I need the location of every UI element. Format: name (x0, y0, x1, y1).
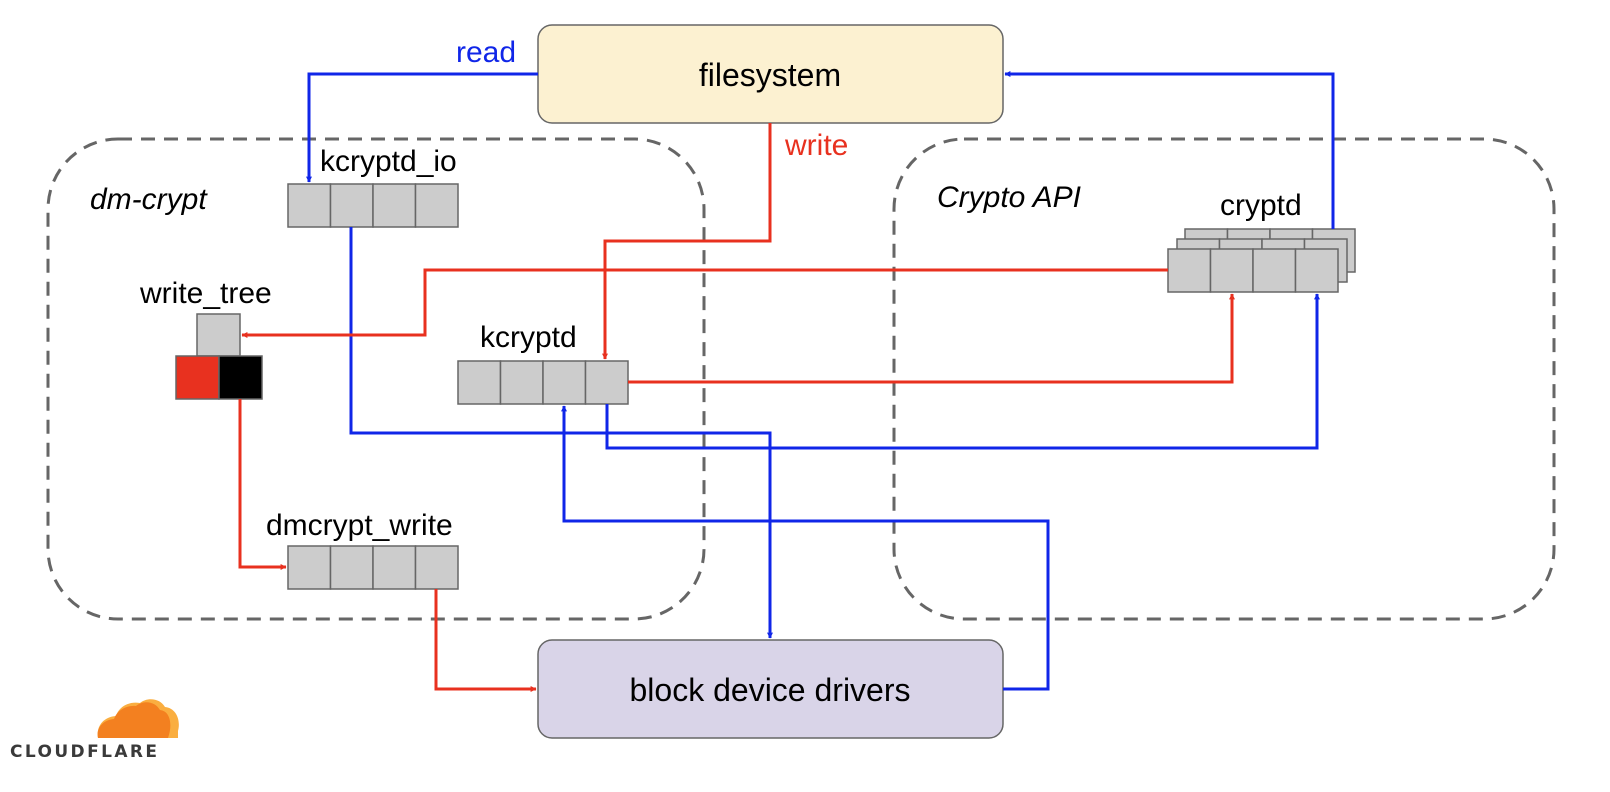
dmcrypt-write-label: dmcrypt_write (266, 509, 453, 542)
write-arrow-write-tree-to-dmcrypt-write (238, 399, 287, 570)
dm-crypt-region (46, 137, 706, 621)
read-arrow-drivers-to-kcryptd (561, 405, 1050, 691)
dmcrypt-write-queue (287, 545, 459, 590)
crypto-api-region (892, 137, 1556, 621)
write-arrow-kcryptd-to-cryptd (628, 293, 1235, 384)
block-device-drivers-label: block device drivers (630, 672, 911, 708)
write-arrow-filesystem-to-kcryptd (602, 123, 772, 360)
filesystem-label: filesystem (699, 57, 841, 93)
write-tree-label: write_tree (139, 277, 272, 310)
read-label: read (456, 36, 516, 69)
read-arrow-kcryptd-io-to-drivers (349, 227, 773, 639)
write-label: write (784, 129, 848, 162)
cloudflare-logo-text: CLOUDFLARE (10, 742, 159, 762)
write-arrow-cryptd-to-write-tree (241, 268, 1168, 338)
kcryptd-io-queue (287, 183, 459, 228)
read-arrow-filesystem-to-kcryptd-io (306, 72, 538, 183)
crypto-api-label: Crypto API (937, 181, 1081, 214)
dm-crypt-label: dm-crypt (90, 183, 208, 216)
kcryptd-io-label: kcryptd_io (320, 145, 457, 178)
kcryptd-queue (457, 360, 629, 405)
read-arrow-cryptd-to-filesystem (1004, 71, 1335, 229)
cryptd-label: cryptd (1220, 189, 1302, 222)
read-arrow-kcryptd-to-cryptd (605, 293, 1320, 450)
kcryptd-label: kcryptd (480, 321, 577, 354)
write-tree (175, 313, 263, 400)
cloudflare-cloud-icon (97, 699, 179, 738)
cryptd-queues (1167, 228, 1356, 293)
write-arrow-dmcrypt-write-to-drivers (434, 589, 537, 692)
